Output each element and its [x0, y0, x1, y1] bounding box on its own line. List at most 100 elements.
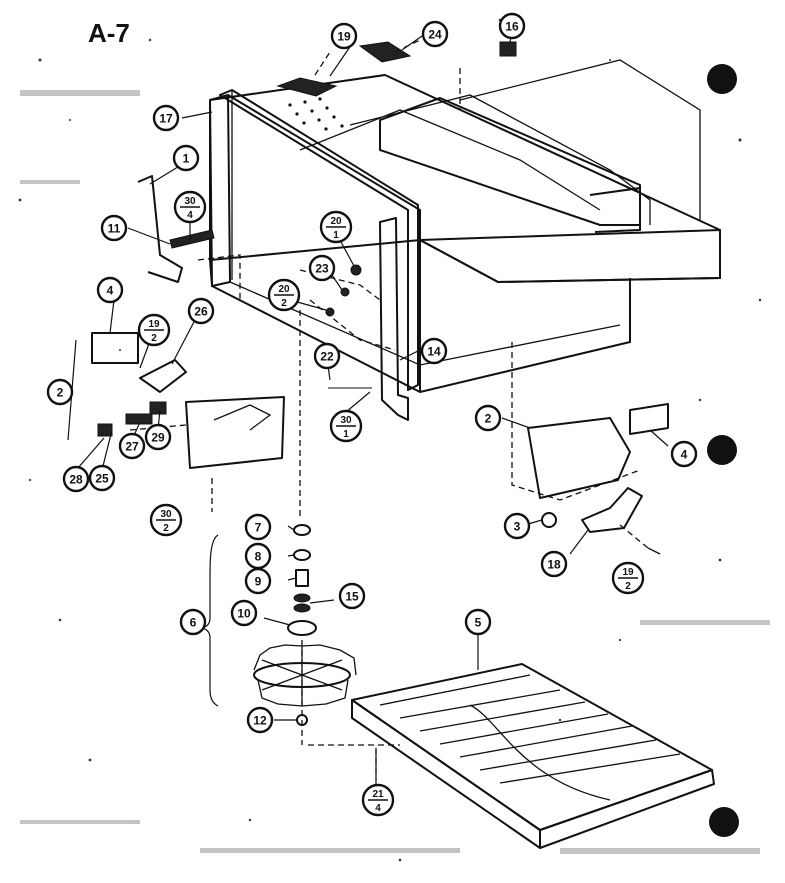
callout-c18: 18 [540, 550, 568, 578]
callout-c15: 15 [338, 582, 366, 610]
callout-c29: 29 [144, 423, 172, 451]
callout-label: 15 [345, 590, 359, 604]
callout-denominator: 4 [187, 210, 193, 221]
callout-c4a: 4 [96, 276, 124, 304]
callout-c10: 10 [230, 599, 258, 627]
callout-numerator: 20 [330, 216, 342, 227]
callout-c25: 25 [88, 464, 116, 492]
callout-label: 11 [108, 222, 121, 236]
callout-c1: 1 [172, 144, 200, 172]
page-label: A-7 [88, 18, 130, 48]
callout-numerator: 30 [340, 415, 352, 426]
callout-circle [330, 22, 358, 50]
callout-c5: 5 [464, 608, 492, 636]
callout-c17: 17 [152, 104, 180, 132]
stirrer-shaft-stack [211, 310, 400, 746]
callout-label: 25 [95, 472, 109, 486]
callout-circle [670, 440, 698, 468]
callout-circle [100, 214, 128, 242]
punch-hole-top [707, 64, 737, 94]
callout-c19-2a: 192 [137, 313, 171, 347]
callout-label: 3 [514, 520, 521, 534]
callout-circle [540, 550, 568, 578]
callout-label: 27 [125, 440, 139, 454]
callout-circle [421, 20, 449, 48]
callout-numerator: 21 [372, 789, 384, 800]
callout-circle [118, 432, 146, 460]
callout-circle [313, 342, 341, 370]
callout-label: 2 [57, 386, 64, 400]
callout-c16: 16 [498, 12, 526, 40]
callout-c2a: 2 [46, 378, 74, 406]
callout-circle [464, 608, 492, 636]
callout-label: 24 [428, 28, 442, 42]
callout-label: 22 [320, 350, 334, 364]
callout-c27: 27 [118, 432, 146, 460]
callout-label: 1 [183, 152, 190, 166]
callout-c22: 22 [313, 342, 341, 370]
punch-hole-bottom [709, 807, 739, 837]
callout-c12: 12 [246, 706, 274, 734]
callout-circle [246, 706, 274, 734]
scan-noise [18, 18, 762, 862]
callout-c24: 24 [421, 20, 449, 48]
callout-denominator: 2 [281, 298, 287, 309]
callout-label: 26 [194, 305, 208, 319]
callout-circle [179, 608, 207, 636]
left-latch-assembly [67, 332, 285, 469]
callout-label: 9 [255, 575, 262, 589]
edge-smudges [20, 90, 770, 854]
callout-c3: 3 [503, 512, 531, 540]
callout-label: 16 [505, 20, 519, 34]
leader-lines [77, 31, 669, 784]
oven-cavity-cabinet [209, 59, 721, 393]
callout-c14: 14 [420, 337, 448, 365]
callout-circle [46, 378, 74, 406]
stirrer-cover-tray [351, 634, 715, 849]
callout-c8: 8 [244, 542, 272, 570]
callout-circle [503, 512, 531, 540]
callout-circle [152, 104, 180, 132]
callout-circle [187, 297, 215, 325]
callout-c20-2: 202 [267, 278, 301, 312]
callout-label: 12 [253, 714, 267, 728]
callout-circle [338, 582, 366, 610]
callout-denominator: 4 [375, 803, 381, 814]
rear-components [276, 39, 517, 110]
callout-c2b: 2 [474, 404, 502, 432]
callout-denominator: 2 [625, 581, 631, 592]
callout-c4b: 4 [670, 440, 698, 468]
callout-circle [474, 404, 502, 432]
callout-c20-1: 201 [319, 210, 353, 244]
callout-label: 17 [159, 112, 173, 126]
callout-label: 8 [255, 550, 262, 564]
callout-label: 2 [485, 412, 492, 426]
callout-c30-4: 304 [173, 190, 207, 224]
callout-denominator: 2 [163, 523, 169, 534]
callout-circle [96, 276, 124, 304]
callout-label: 4 [107, 284, 114, 298]
callout-c11: 11 [100, 214, 128, 242]
callout-circle [88, 464, 116, 492]
callout-numerator: 19 [148, 319, 160, 330]
callout-label: 5 [475, 616, 482, 630]
callout-c21-4: 214 [361, 783, 395, 817]
right-latch-assembly [511, 342, 669, 555]
callout-c26: 26 [187, 297, 215, 325]
callout-c19a: 19 [330, 22, 358, 50]
callout-c28: 28 [62, 465, 90, 493]
callout-label: 10 [237, 607, 251, 621]
punch-hole-middle [707, 435, 737, 465]
callout-circle [244, 513, 272, 541]
callout-circle [230, 599, 258, 627]
callout-label: 4 [681, 448, 688, 462]
callout-label: 6 [190, 616, 197, 630]
callout-circle [172, 144, 200, 172]
callout-c19-2b: 192 [611, 561, 645, 595]
left-brackets [137, 175, 241, 300]
callout-label: 28 [69, 473, 83, 487]
callout-c30-2: 302 [149, 503, 183, 537]
callout-circle [144, 423, 172, 451]
